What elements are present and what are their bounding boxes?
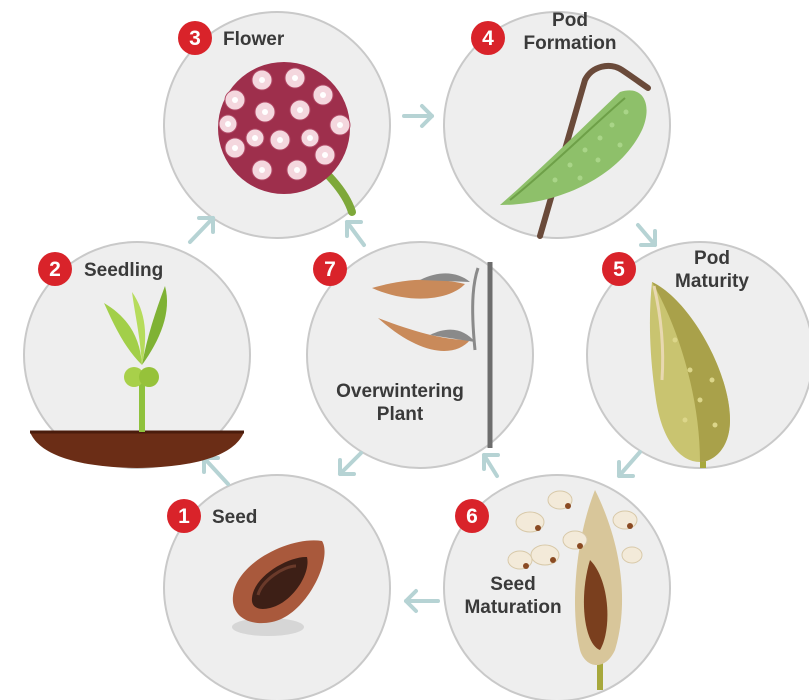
stage-badge-2: 2 [38, 252, 72, 286]
stage-number-1: 1 [178, 505, 190, 528]
stage-number-3: 3 [189, 27, 201, 50]
stage-label-7-line-1: Overwintering [336, 381, 464, 402]
stage-label-6-line-2: Maturation [464, 597, 561, 618]
arrow-4-to-5 [638, 225, 655, 245]
stage-label-6-line-1: Seed [490, 574, 535, 595]
stage-label-5-line-2: Maturity [675, 271, 749, 292]
stage-badge-4: 4 [471, 21, 505, 55]
arrow-5-to-6 [619, 452, 640, 476]
stage-number-7: 7 [324, 258, 336, 281]
arrow-6-to-7 [484, 455, 498, 476]
arrow-7-to-3 [347, 222, 364, 245]
arrow-3-to-4 [404, 106, 432, 126]
arrow-7-to-1 [340, 453, 361, 474]
stage-badge-5: 5 [602, 252, 636, 286]
stage-label-3: Flower [223, 29, 285, 50]
arrow-6-to-1 [406, 591, 438, 611]
stage-label-7-line-2: Plant [377, 404, 424, 425]
stage-number-2: 2 [49, 258, 61, 281]
stage-number-6: 6 [466, 505, 478, 528]
arrow-2-to-3 [190, 218, 213, 242]
stage-badge-1: 1 [167, 499, 201, 533]
stage-label-2: Seedling [84, 260, 163, 281]
stage-badge-6: 6 [455, 499, 489, 533]
stage-label-4-line-2: Formation [524, 33, 617, 54]
arrow-1-to-2 [204, 458, 228, 484]
stage-label-4-line-1: Pod [552, 10, 588, 31]
stage-number-5: 5 [613, 258, 625, 281]
stage-label-1: Seed [212, 507, 257, 528]
stage-label-5-line-1: Pod [694, 248, 730, 269]
stage-badge-3: 3 [178, 21, 212, 55]
stage-number-4: 4 [482, 27, 494, 50]
stage-badge-7: 7 [313, 252, 347, 286]
